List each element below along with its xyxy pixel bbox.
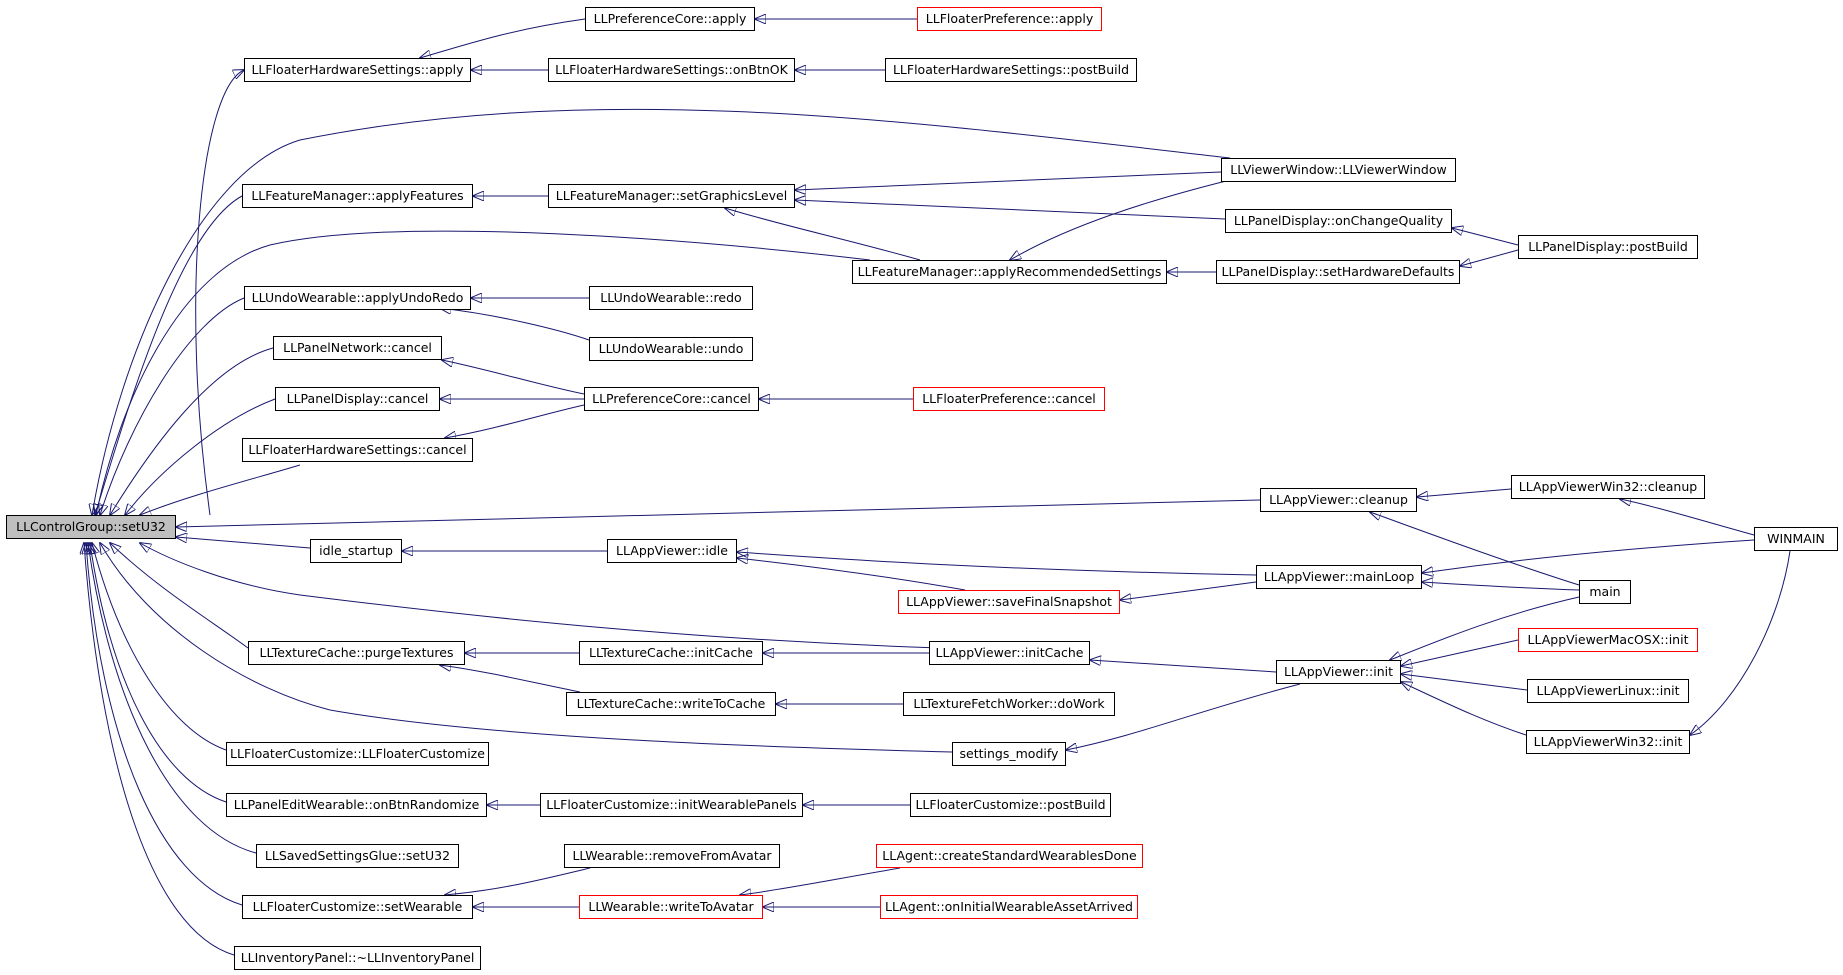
edge-ip-dtor [84, 543, 235, 956]
edge-pc-cancel-pn [442, 360, 585, 395]
node-llappviewer-savefinalsnapshot[interactable]: LLAppViewer::saveFinalSnapshot [898, 590, 1120, 614]
edge-vw-setgl [795, 171, 1222, 190]
node-llappviewermacosx-init[interactable]: LLAppViewerMacOSX::init [1518, 628, 1698, 652]
node-llappviewerlinux-init[interactable]: LLAppViewerLinux::init [1527, 679, 1689, 703]
node-llfloaterhardwaresettings-postbuild[interactable]: LLFloaterHardwareSettings::postBuild [885, 58, 1137, 82]
edge-av-savefinal [1120, 581, 1257, 600]
edge-idle-startup [176, 537, 311, 549]
node-llfloatercustomize-postbuild[interactable]: LLFloaterCustomize::postBuild [910, 793, 1111, 817]
node-llcontrolgroup-setu32: LLControlGroup::setU32 [6, 515, 176, 539]
edge-avlinux-init [1401, 674, 1528, 691]
node-llfeaturemanager-setgraphicslevel[interactable]: LLFeatureManager::setGraphicsLevel [548, 184, 795, 208]
edge-av-cleanup [176, 499, 1261, 527]
edge-vw-long [92, 108, 1231, 515]
node-llundowearable-applyundoredo[interactable]: LLUndoWearable::applyUndoRedo [244, 286, 471, 310]
node-llfloaterpreference-apply[interactable]: LLFloaterPreference::apply [917, 7, 1102, 31]
edge-pd-onchangequality [795, 200, 1226, 220]
edge-avmac-init [1401, 639, 1519, 666]
node-llappviewer-init[interactable]: LLAppViewer::init [1276, 660, 1401, 684]
edge-settings-modify-long [100, 543, 953, 753]
edge-main-cleanup [1370, 512, 1580, 586]
node-llinventorypanel-dtor[interactable]: LLInventoryPanel::~LLInventoryPanel [234, 946, 481, 970]
node-llappviewerwin32-cleanup[interactable]: LLAppViewerWin32::cleanup [1511, 475, 1705, 499]
edge-main-mainloop [1422, 582, 1580, 591]
edge-fc-ctor [92, 543, 227, 751]
node-llpreferencecore-apply[interactable]: LLPreferenceCore::apply [585, 7, 755, 31]
edge-w-remove [445, 867, 591, 895]
node-llagent-oninitialwearableassetarrived[interactable]: LLAgent::onInitialWearableAssetArrived [880, 895, 1138, 919]
edge-ag-createstd [740, 867, 901, 895]
node-llundowearable-redo[interactable]: LLUndoWearable::redo [589, 286, 753, 310]
edge-fc-setwearable [86, 543, 243, 906]
node-llpaneldisplay-sethardwaredefaults[interactable]: LLPanelDisplay::setHardwareDefaults [1216, 260, 1460, 284]
node-llfloaterhardwaresettings-apply[interactable]: LLFloaterHardwareSettings::apply [244, 58, 471, 82]
edge-fm-applyfeatures [95, 195, 243, 515]
node-llappviewer-initcache[interactable]: LLAppViewer::initCache [929, 641, 1090, 665]
edge-pc-apply [420, 18, 586, 58]
edge-avw32-init [1401, 682, 1527, 736]
edge-pew-onbtnrand [90, 543, 227, 803]
edge-av-savefinal-idle [737, 558, 966, 591]
node-lltexturecache-writetocache[interactable]: LLTextureCache::writeToCache [566, 692, 776, 716]
edge-uw-undo [440, 308, 590, 341]
node-main[interactable]: main [1579, 580, 1631, 604]
edge-pd-cancel [125, 398, 276, 515]
node-llfloatercustomize-llfloatercustomize[interactable]: LLFloaterCustomize::LLFloaterCustomize [226, 742, 489, 766]
node-llappviewer-cleanup[interactable]: LLAppViewer::cleanup [1260, 488, 1417, 512]
edge-settings-init [1066, 683, 1301, 750]
node-llwearable-writetoavatar[interactable]: LLWearable::writeToAvatar [579, 895, 763, 919]
edge-avw32-cleanup [1417, 488, 1512, 497]
node-llwearable-removefromavatar[interactable]: LLWearable::removeFromAvatar [564, 844, 780, 868]
node-llpaneleditwearable-onbtnrandomize[interactable]: LLPanelEditWearable::onBtnRandomize [226, 793, 487, 817]
edge-fhs-cancel [140, 464, 301, 515]
edge-winmain-w32cleanup [1620, 499, 1755, 536]
edge-pc-cancel-fhs [445, 404, 585, 438]
node-lltexturefetchworker-dowork[interactable]: LLTextureFetchWorker::doWork [903, 692, 1115, 716]
node-llviewerwindow-llviewerwindow[interactable]: LLViewerWindow::LLViewerWindow [1221, 158, 1456, 182]
edge-tc-purge [110, 543, 249, 649]
edge-av-mainloop-idle [737, 552, 1257, 576]
node-llpaneldisplay-cancel[interactable]: LLPanelDisplay::cancel [275, 387, 440, 411]
node-llfeaturemanager-applyfeatures[interactable]: LLFeatureManager::applyFeatures [242, 184, 473, 208]
node-llagent-createstandardwearablesdone[interactable]: LLAgent::createStandardWearablesDone [876, 844, 1143, 868]
node-winmain[interactable]: WINMAIN [1754, 527, 1838, 551]
node-llappviewer-mainloop[interactable]: LLAppViewer::mainLoop [1256, 565, 1422, 589]
node-lltexturecache-purgetextures[interactable]: LLTextureCache::purgeTextures [248, 641, 465, 665]
edge-av-init-initcache [1090, 660, 1277, 673]
edge-vw-applyrec [1010, 179, 1231, 260]
edge-tc-writetocache [440, 665, 581, 693]
node-llpreferencecore-cancel[interactable]: LLPreferenceCore::cancel [584, 387, 759, 411]
edge-pd-postbuild-onchange [1452, 228, 1519, 246]
edge-main-init [1390, 596, 1580, 660]
node-llfloatercustomize-initwearablepanels[interactable]: LLFloaterCustomize::initWearablePanels [540, 793, 803, 817]
node-llfloaterhardwaresettings-cancel[interactable]: LLFloaterHardwareSettings::cancel [242, 438, 473, 462]
node-lltexturecache-initcache[interactable]: LLTextureCache::initCache [579, 641, 763, 665]
edge-pd-postbuild-sethw [1460, 249, 1519, 266]
edge-fhs-apply [195, 70, 244, 516]
edge-uw-applyundoredo [100, 297, 245, 515]
node-llfloaterpreference-cancel[interactable]: LLFloaterPreference::cancel [913, 387, 1105, 411]
node-llfeaturemanager-applyrecommendedsettings[interactable]: LLFeatureManager::applyRecommendedSettin… [852, 260, 1167, 284]
node-llsavedsettingsglue-setu32[interactable]: LLSavedSettingsGlue::setU32 [256, 844, 459, 868]
node-llappviewer-idle[interactable]: LLAppViewer::idle [607, 539, 737, 563]
node-idle-startup[interactable]: idle_startup [310, 539, 402, 563]
node-llpaneldisplay-onchangequality[interactable]: LLPanelDisplay::onChangeQuality [1225, 209, 1452, 233]
edge-av-initcache-long [140, 543, 941, 649]
edge-ssg-setu32 [88, 543, 257, 854]
node-llpaneldisplay-postbuild[interactable]: LLPanelDisplay::postBuild [1518, 235, 1698, 259]
edge-fm-applyrec-long [96, 230, 871, 515]
node-llpanelnetwork-cancel[interactable]: LLPanelNetwork::cancel [273, 336, 442, 360]
node-llfloatercustomize-setwearable[interactable]: LLFloaterCustomize::setWearable [242, 895, 473, 919]
node-settings-modify[interactable]: settings_modify [952, 742, 1066, 766]
edge-winmain-mainloop [1422, 539, 1755, 573]
node-llfloaterhardwaresettings-onbtnok[interactable]: LLFloaterHardwareSettings::onBtnOK [548, 58, 795, 82]
node-llappviewerwin32-init[interactable]: LLAppViewerWin32::init [1526, 730, 1690, 754]
edge-pn-cancel [110, 347, 274, 515]
edge-fm-applyrec-setgl [725, 208, 921, 261]
edge-winmain-w32init [1690, 550, 1791, 735]
node-llundowearable-undo[interactable]: LLUndoWearable::undo [589, 337, 753, 361]
